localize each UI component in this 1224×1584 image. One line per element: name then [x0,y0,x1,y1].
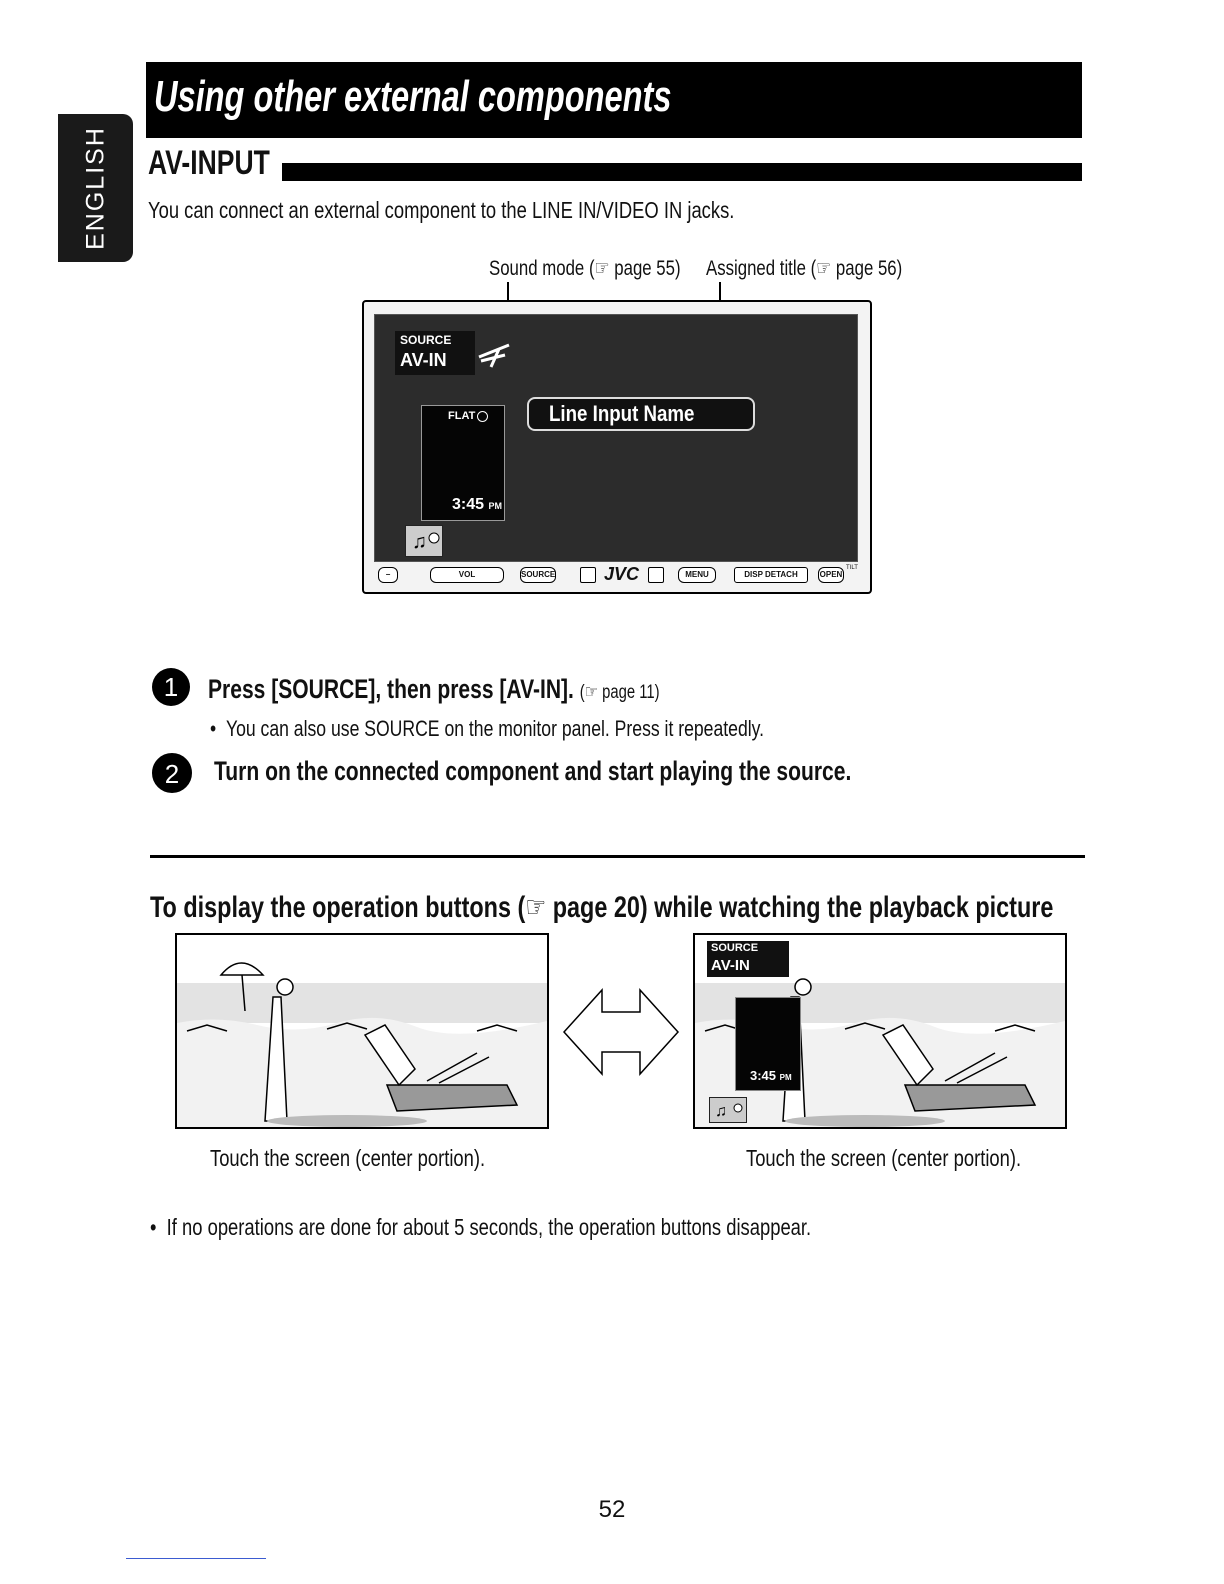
section-heading-text: AV-INPUT [148,144,270,182]
title-banner: Using other external components [146,62,1082,138]
assigned-title-text: Line Input Name [549,401,695,426]
overlay-info-panel: 3:45 PM [735,997,801,1091]
beach-illustration-left [177,962,547,1127]
assigned-title-box: Line Input Name [527,397,755,431]
footnote: • If no operations are done for about 5 … [150,1214,812,1240]
right-caption: Touch the screen (center portion). [746,1145,1090,1172]
source-button[interactable]: SOURCE [520,567,556,583]
operation-heading-text: To display the operation buttons (☞ page… [150,891,1054,924]
clock-time: 3:45 [452,496,485,513]
menu-button-label: MENU [685,570,709,579]
step-1-number: 1 [152,668,190,706]
step-1-instruction: Press [SOURCE], then press [AV-IN]. [208,674,574,704]
overlay-source-value: AV-IN [711,957,750,974]
left-square-button[interactable] [580,567,596,583]
sound-mode-icon [477,411,488,422]
language-tab-label: ENGLISH [81,126,109,250]
intro-text: You can connect an external component to… [148,197,881,224]
disp-detach-button[interactable]: DISP DETACH [734,567,808,583]
page-number: 52 [598,1496,626,1523]
step-1-note: • You can also use SOURCE on the monitor… [210,716,765,741]
step-1-page-ref: (☞ page 11) [579,682,660,703]
open-button-label: OPEN [819,570,843,579]
step-2-text: Turn on the connected component and star… [214,756,1031,787]
right-caption-text: Touch the screen (center portion). [746,1145,1022,1171]
disp-label: DISP [744,570,763,579]
overlay-clock-time: 3:45 [750,1068,777,1083]
step-2-number: 2 [152,753,192,793]
step-1-text: Press [SOURCE], then press [AV-IN]. (☞ p… [208,674,787,705]
page-title: Using other external components [154,72,672,121]
intro-text-content: You can connect an external component to… [148,197,735,223]
attenuator-button[interactable]: − [378,567,398,583]
step-2-instruction: Turn on the connected component and star… [214,756,852,786]
tilt-label: TILT [846,565,858,571]
language-tab: ENGLISH [58,114,133,262]
menu-button[interactable]: MENU [678,567,716,583]
music-note-icon[interactable]: ♫ [405,525,443,557]
toggle-arrow-icon [562,988,680,1076]
info-panel: FLAT 3:45 PM [421,405,505,521]
step-1-note-text: You can also use SOURCE on the monitor p… [225,716,765,741]
brand-logo: JVC [604,564,640,584]
overlay-source-label: SOURCE [711,942,759,954]
clock-suffix: PM [488,501,502,511]
volume-button[interactable]: VOL [430,567,504,583]
clock: 3:45 PM [452,496,502,514]
monitor-button-row: − VOL SOURCE JVC MENU DISP DETACH OPEN T… [372,564,862,586]
overlay-source-indicator[interactable]: SOURCE AV-IN [707,941,789,977]
sound-mode-value: FLAT [448,410,476,422]
monitor-illustration: SOURCE AV-IN FLAT 3:45 PM Line Input Nam… [362,300,872,594]
svg-text:♫: ♫ [412,531,427,553]
playback-scene-left[interactable] [175,933,549,1129]
antenna-icon [478,343,510,368]
source-button-label: SOURCE [521,570,556,579]
section-divider [150,855,1085,858]
volume-label: VOL [458,570,476,579]
footnote-text: If no operations are done for about 5 se… [166,1214,812,1240]
assigned-title-callout: Assigned title (☞ page 56) [706,256,951,281]
section-heading: AV-INPUT [148,144,304,183]
section-heading-rule [282,163,1082,181]
bottom-rule [126,1558,266,1559]
open-button[interactable]: OPEN [818,567,844,583]
assigned-title-callout-text: Assigned title (☞ page 56) [706,257,903,280]
left-caption: Touch the screen (center portion). [210,1145,554,1172]
monitor-screen: SOURCE AV-IN FLAT 3:45 PM Line Input Nam… [374,314,858,562]
detach-label: DETACH [765,570,798,579]
overlay-clock: 3:45 PM [750,1068,792,1083]
overlay-clock-suffix: PM [779,1073,792,1082]
source-value: AV-IN [400,350,447,370]
source-indicator[interactable]: SOURCE AV-IN [395,331,475,375]
sound-mode-callout-text: Sound mode (☞ page 55) [489,257,681,280]
operation-heading: To display the operation buttons (☞ page… [150,890,1224,925]
source-label: SOURCE [400,333,452,347]
svg-text:♫: ♫ [715,1103,727,1120]
playback-scene-right[interactable]: SOURCE AV-IN 3:45 PM ♫ [693,933,1067,1129]
right-square-button[interactable] [648,567,664,583]
overlay-music-note-icon[interactable]: ♫ [709,1097,747,1123]
left-caption-text: Touch the screen (center portion). [210,1145,486,1171]
sound-mode-callout: Sound mode (☞ page 55) [489,256,728,281]
